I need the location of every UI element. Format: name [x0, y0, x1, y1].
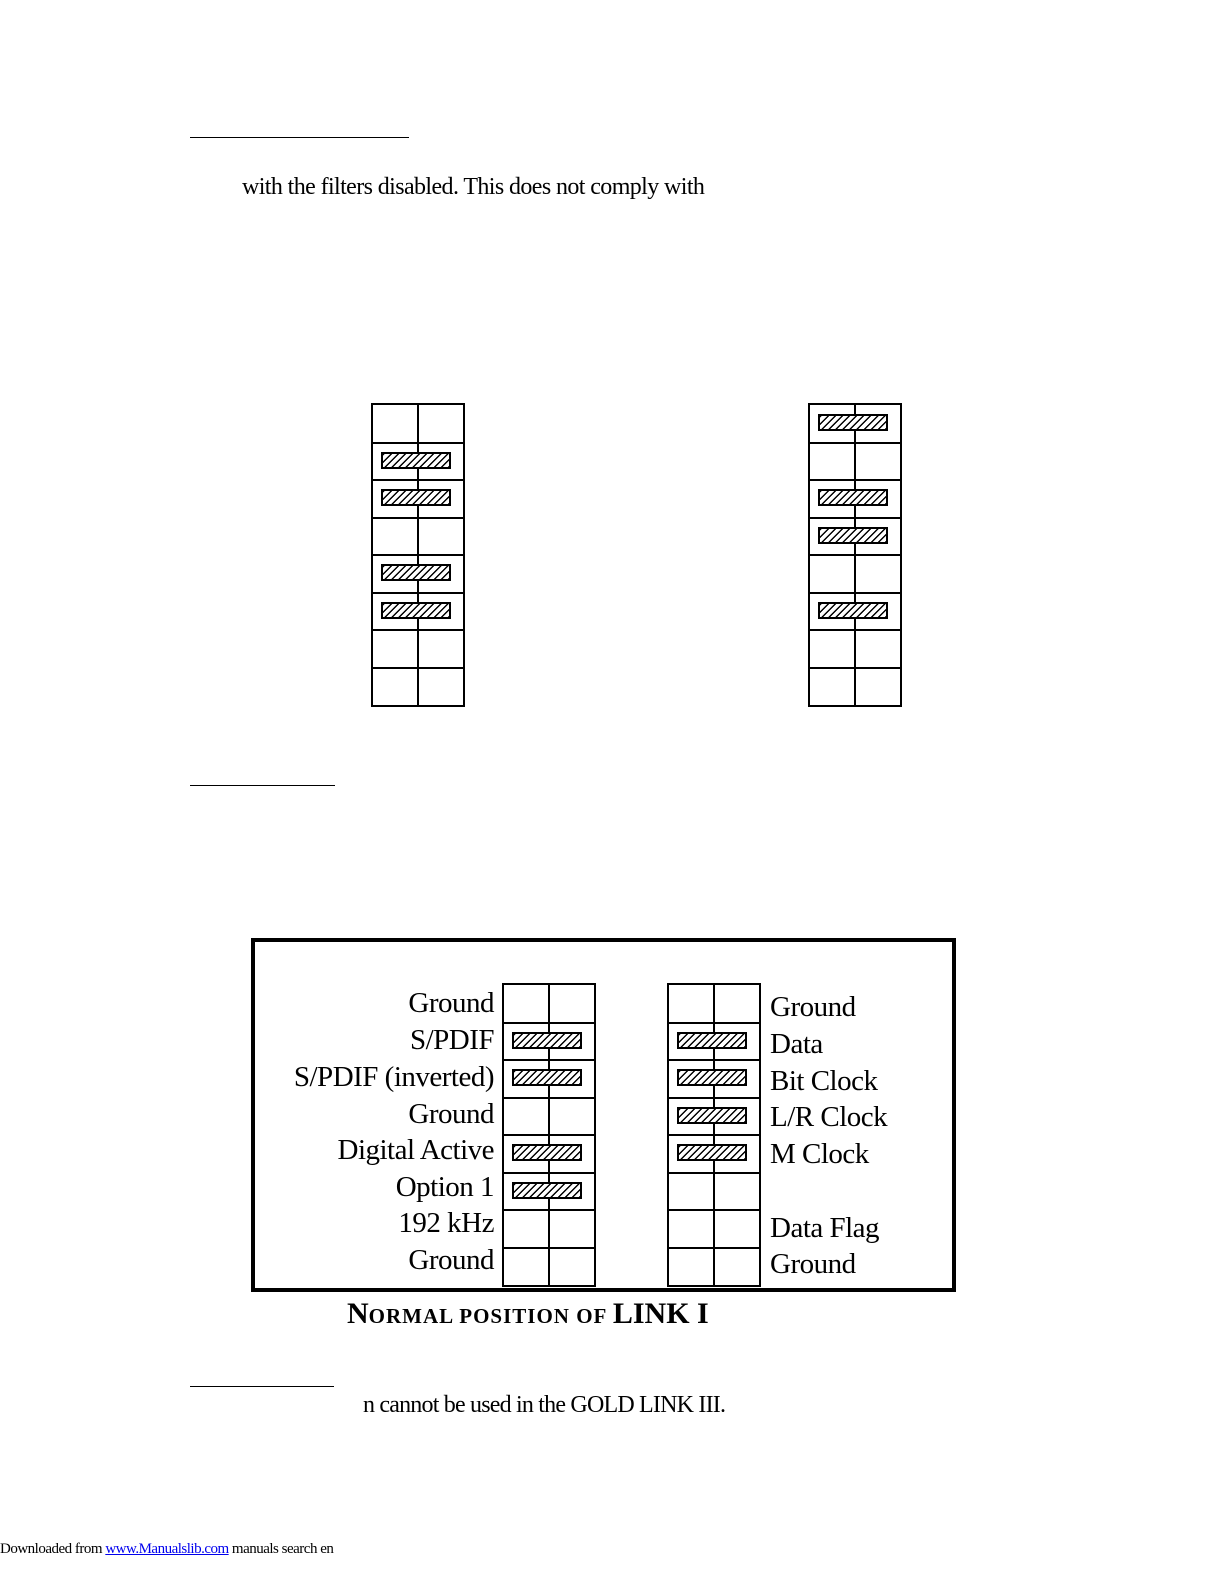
- pin-label: M Clock: [770, 1138, 869, 1170]
- jumper-link: [512, 1144, 582, 1162]
- pin-label: L/R Clock: [770, 1101, 888, 1133]
- block-row-divider: [373, 554, 463, 556]
- diagram-jumper-block-left: [502, 983, 596, 1287]
- jumper-link: [818, 414, 888, 432]
- block-row-divider: [373, 516, 463, 519]
- block-row-divider: [810, 554, 900, 556]
- block-row-divider: [504, 1209, 594, 1211]
- block-row-divider: [810, 441, 900, 444]
- diagram-caption: NORMAL POSITION OF LINK I: [347, 1297, 709, 1331]
- link-diagram-frame: [251, 938, 956, 1292]
- footer-credit: Downloaded from www.Manualslib.com manua…: [0, 1541, 334, 1558]
- pin-label: S/PDIF (inverted): [293, 1061, 495, 1093]
- block-row-divider: [504, 1246, 594, 1249]
- section-rule-1: [190, 137, 409, 138]
- block-row-divider: [504, 1059, 594, 1061]
- pin-label: Digital Active: [337, 1134, 495, 1166]
- section-rule-3: [190, 1386, 334, 1387]
- footer-link[interactable]: www.Manualslib.com: [105, 1541, 229, 1557]
- block-row-divider: [669, 1021, 759, 1024]
- jumper-link: [381, 489, 451, 507]
- block-row-divider: [373, 479, 463, 481]
- block-row-divider: [504, 1134, 594, 1136]
- block-row-divider: [669, 1246, 759, 1249]
- jumper-link: [677, 1069, 747, 1087]
- block-row-divider: [810, 479, 900, 481]
- body-text-line: n cannot be used in the GOLD LINK III.: [363, 1392, 726, 1418]
- block-row-divider: [669, 1209, 759, 1211]
- block-row-divider: [373, 629, 463, 631]
- caption-initial: N: [347, 1297, 369, 1330]
- section-rule-2: [190, 785, 335, 786]
- block-row-divider: [810, 591, 900, 594]
- pin-label: Option 1: [395, 1171, 495, 1203]
- block-row-divider: [373, 666, 463, 669]
- jumper-link: [818, 601, 888, 619]
- jumper-link: [381, 601, 451, 619]
- block-row-divider: [669, 1059, 759, 1061]
- pin-label: Ground: [408, 1098, 494, 1130]
- caption-smallcaps: ORMAL POSITION OF: [368, 1304, 613, 1328]
- block-row-divider: [504, 1096, 594, 1099]
- block-row-divider: [373, 591, 463, 594]
- jumper-block-right: [808, 403, 902, 707]
- block-row-divider: [669, 1134, 759, 1136]
- jumper-link: [512, 1069, 582, 1087]
- pin-label: 192 kHz: [398, 1207, 494, 1239]
- footer-prefix: Downloaded from: [0, 1541, 106, 1557]
- footer-suffix: manuals search en: [228, 1541, 334, 1557]
- jumper-link: [512, 1031, 582, 1049]
- pin-label: S/PDIF: [409, 1024, 495, 1056]
- caption-link: LINK I: [612, 1297, 709, 1330]
- jumper-link: [677, 1144, 747, 1162]
- block-row-divider: [504, 1171, 594, 1174]
- pin-label: Ground: [770, 1248, 856, 1280]
- body-text-line: with the filters disabled. This does not…: [242, 174, 705, 200]
- diagram-jumper-block-right: [667, 983, 761, 1287]
- jumper-link: [677, 1106, 747, 1124]
- pin-label: Bit Clock: [770, 1065, 878, 1097]
- block-row-divider: [373, 441, 463, 444]
- block-row-divider: [504, 1021, 594, 1024]
- pin-label: Ground: [408, 987, 494, 1019]
- jumper-link: [512, 1181, 582, 1199]
- block-row-divider: [810, 516, 900, 519]
- jumper-link: [818, 489, 888, 507]
- pin-label: Data Flag: [770, 1212, 880, 1244]
- jumper-link: [381, 564, 451, 582]
- block-row-divider: [810, 666, 900, 669]
- block-row-divider: [810, 629, 900, 631]
- jumper-link: [677, 1031, 747, 1049]
- pin-label: Ground: [408, 1244, 494, 1276]
- jumper-link: [381, 451, 451, 469]
- block-row-divider: [669, 1096, 759, 1099]
- pin-label: Data: [770, 1028, 823, 1060]
- pin-label: Ground: [770, 991, 856, 1023]
- block-row-divider: [669, 1171, 759, 1174]
- jumper-block-left: [371, 403, 465, 707]
- jumper-link: [818, 526, 888, 544]
